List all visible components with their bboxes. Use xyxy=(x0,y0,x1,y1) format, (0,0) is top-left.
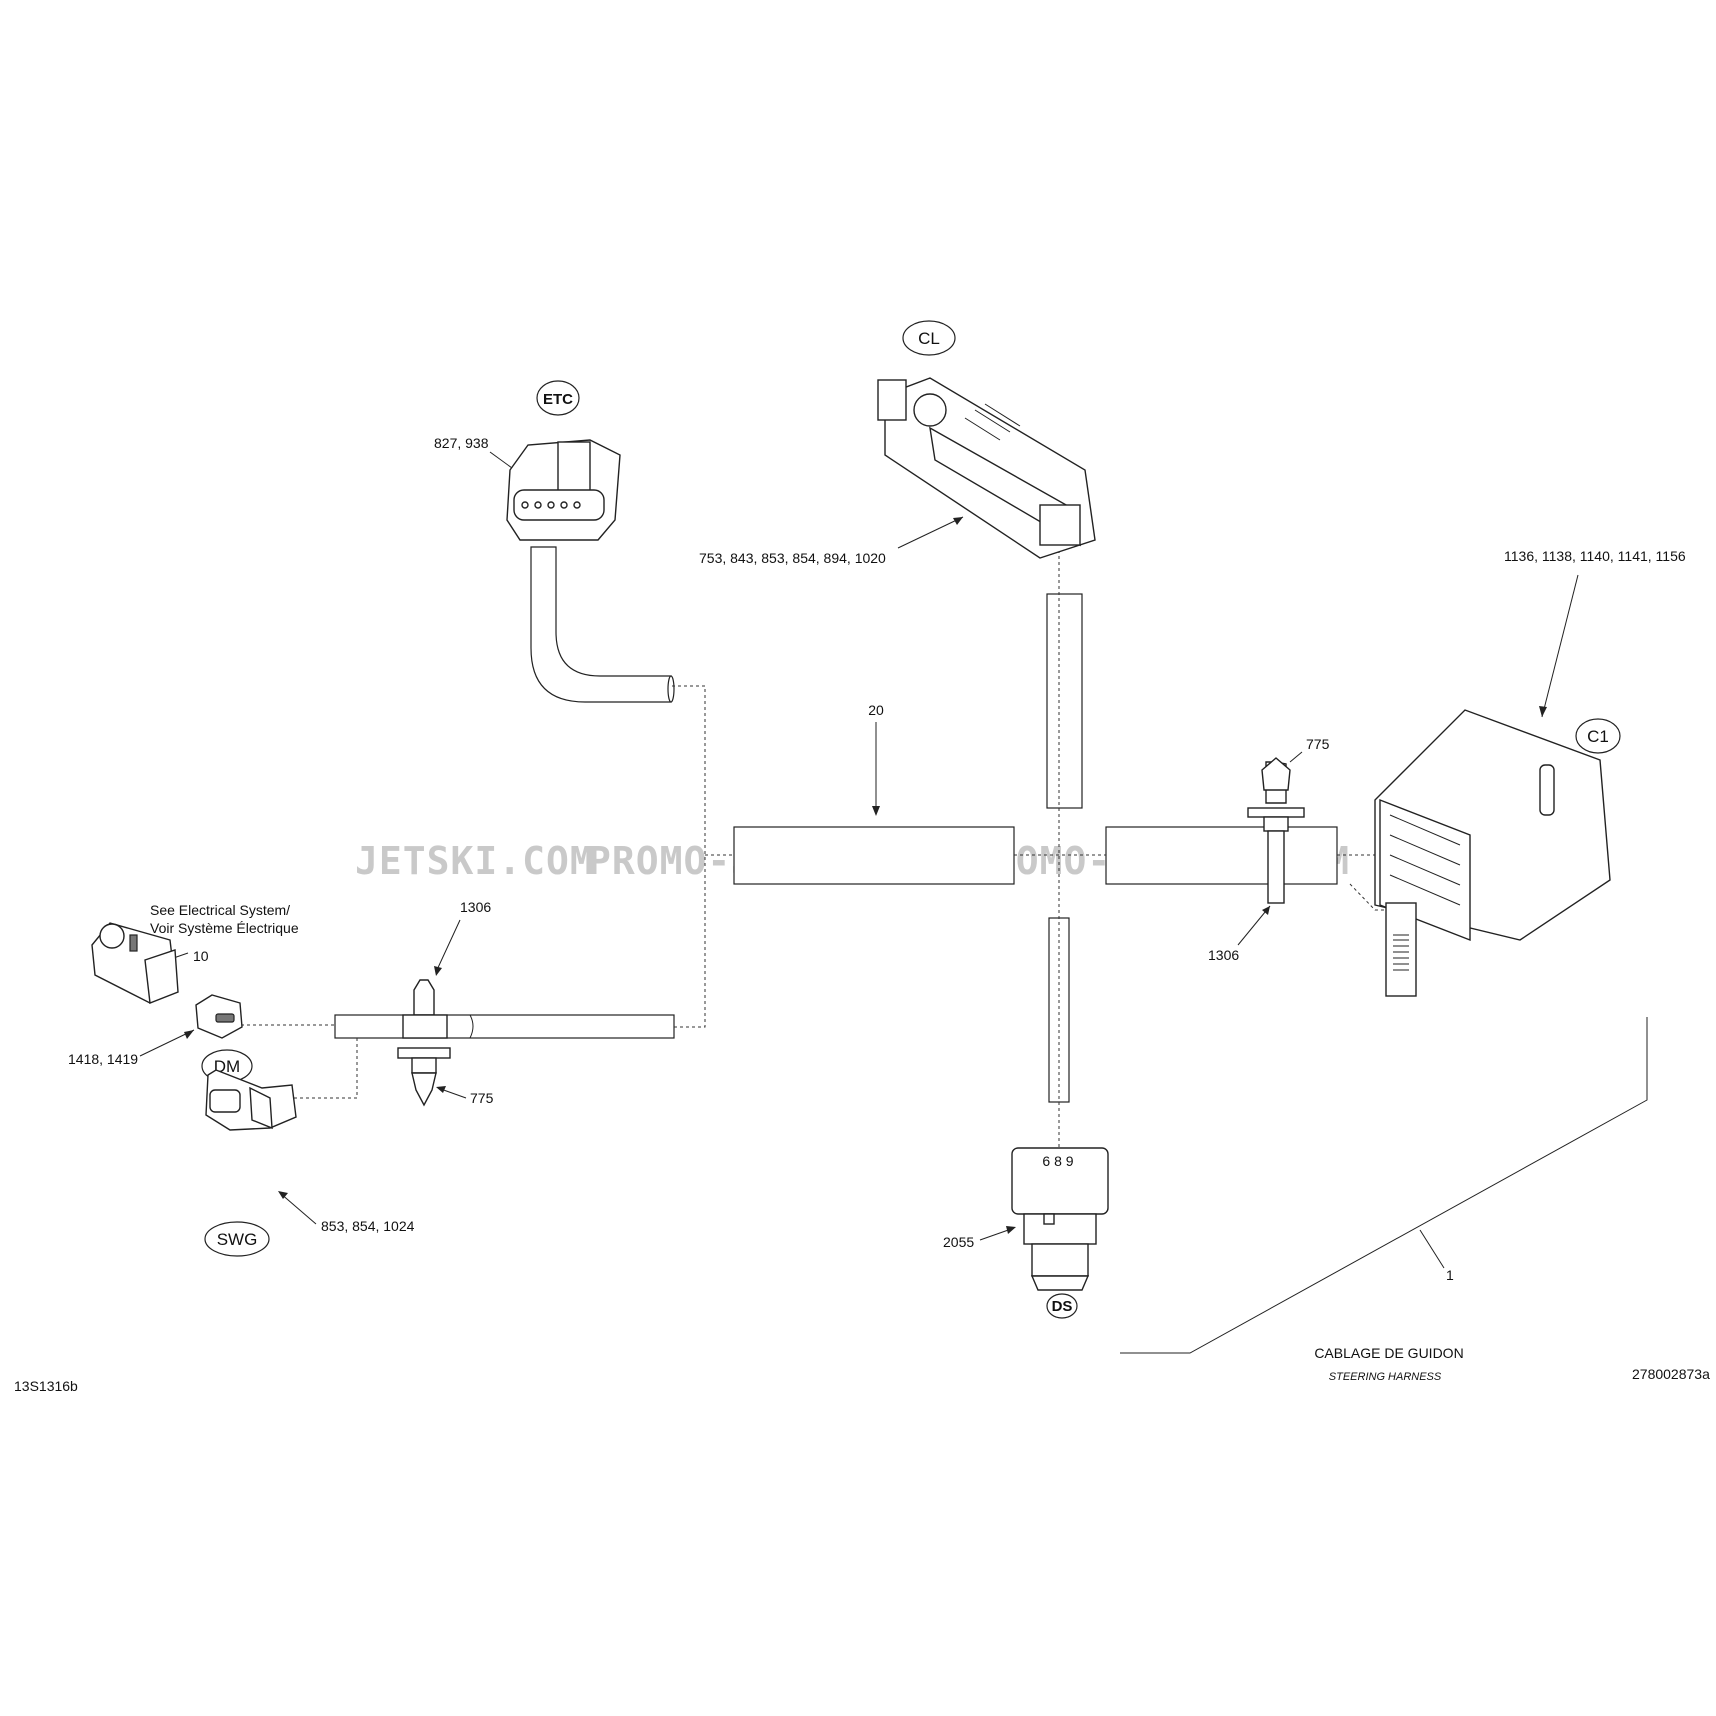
swg-bubble xyxy=(204,1221,270,1257)
sleeve-callout: 20 xyxy=(868,702,884,718)
etc-label: ETC xyxy=(543,391,573,408)
c1-bubble xyxy=(1575,718,1621,754)
drawing-code-right: 278002873a xyxy=(1632,1366,1710,1382)
left-clip-bottom-callout: 775 xyxy=(470,1090,494,1106)
title-english: STEERING HARNESS xyxy=(1329,1371,1442,1383)
swg-leader xyxy=(279,1192,317,1225)
dm-parts-callout: 1418, 1419 xyxy=(68,1051,138,1067)
etc-harness-branch xyxy=(530,546,672,703)
etc-bubble xyxy=(536,380,580,416)
harness-bracket xyxy=(1120,1017,1648,1354)
left-clip-top-leader xyxy=(435,919,461,973)
harness-sleeve-20 xyxy=(733,826,1015,885)
drawing-code-left: 13S1316b xyxy=(14,1378,78,1394)
right-clip-top-leader xyxy=(1289,751,1303,763)
c1-leader xyxy=(1541,574,1579,718)
etc-connector[interactable] xyxy=(506,439,621,541)
ds-part-callout: 2055 xyxy=(943,1234,974,1250)
watermark-jetski: JETSKI.COM xyxy=(355,839,594,883)
left-clip-bottom-arrowhead xyxy=(436,1086,446,1093)
left-harness-clip[interactable] xyxy=(397,979,451,1107)
harness-callout: 1 xyxy=(1446,1267,1454,1283)
cl-leader xyxy=(897,516,964,549)
left-clip-top-callout: 1306 xyxy=(460,899,491,915)
dm-arrowhead xyxy=(184,1030,194,1039)
upper-vertical-sleeve xyxy=(1046,593,1083,809)
cl-arrowhead xyxy=(953,517,963,525)
ds-marking: 6 8 9 xyxy=(1042,1153,1073,1169)
cl-parts-callout: 753, 843, 853, 854, 894, 1020 xyxy=(699,550,886,566)
electrical-note-line2: Voir Système Électrique xyxy=(150,920,299,936)
harness-leader xyxy=(1419,1229,1445,1269)
swg-parts-callout: 853, 854, 1024 xyxy=(321,1218,415,1234)
dm-leader xyxy=(139,1029,195,1057)
routing-lines xyxy=(241,550,1385,1165)
ds-bubble xyxy=(1046,1293,1078,1319)
etc-parts-callout: 827, 938 xyxy=(434,435,489,451)
title-french: CABLAGE DE GUIDON xyxy=(1314,1345,1463,1361)
cl-label: CL xyxy=(918,329,940,348)
note-part-callout: 10 xyxy=(193,948,209,964)
right-clip-bottom-arrowhead xyxy=(1262,906,1270,915)
cl-connector[interactable] xyxy=(877,377,1096,559)
left-clip-top-arrowhead xyxy=(434,966,442,976)
ds-arrowhead xyxy=(1006,1226,1016,1234)
c1-parts-callout: 1136, 1138, 1140, 1141, 1156 xyxy=(1504,548,1686,564)
ds-label: DS xyxy=(1052,1298,1073,1315)
etc-leader xyxy=(489,451,513,469)
electrical-note-line1: See Electrical System/ xyxy=(150,902,290,918)
right-clip-bottom-callout: 1306 xyxy=(1208,947,1239,963)
right-clip-top-callout: 775 xyxy=(1306,736,1330,752)
c1-id-tag xyxy=(1385,902,1417,997)
c1-label: C1 xyxy=(1587,727,1609,746)
swg-connector[interactable] xyxy=(205,1069,297,1131)
right-harness-clip[interactable] xyxy=(1247,757,1305,904)
right-harness-branch xyxy=(1105,826,1338,885)
etc-branch-end xyxy=(667,675,675,703)
left-branch-break xyxy=(469,1014,474,1039)
electrical-system-switch[interactable] xyxy=(91,922,179,1004)
c1-arrowhead xyxy=(1539,706,1547,717)
ds-connector[interactable] xyxy=(1011,1147,1109,1291)
left-harness-branch xyxy=(334,1014,675,1039)
swg-arrowhead xyxy=(278,1191,288,1199)
cl-bubble xyxy=(902,320,956,356)
swg-label: SWG xyxy=(217,1230,258,1249)
dm-connector[interactable] xyxy=(195,994,243,1039)
sleeve-arrowhead xyxy=(872,806,880,816)
right-clip-bottom-leader xyxy=(1237,905,1271,946)
